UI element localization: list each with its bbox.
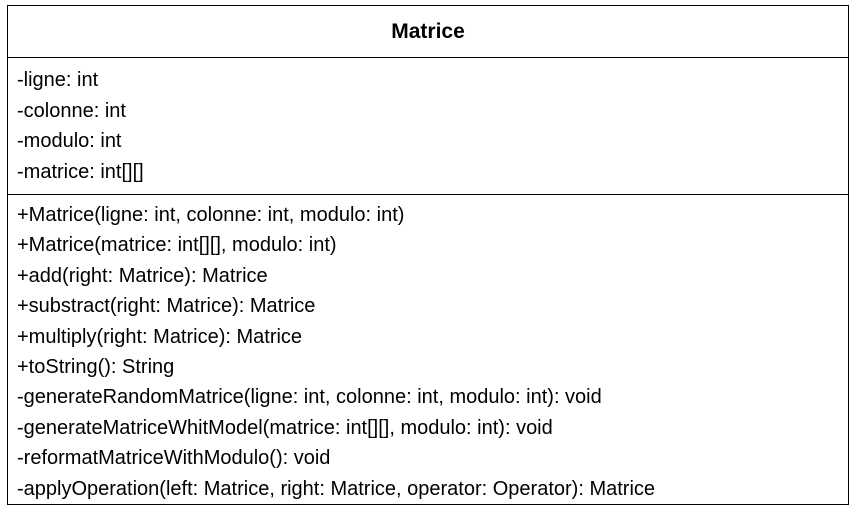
- attributes-compartment: -ligne: int -colonne: int -modulo: int -…: [8, 58, 848, 195]
- attribute-colonne: -colonne: int: [17, 99, 126, 122]
- class-name: Matrice: [391, 20, 465, 44]
- operation-constructor-matrix: +Matrice(matrice: int[][], modulo: int): [17, 234, 337, 257]
- operation-generate-matrice-whit-model: -generateMatriceWhitModel(matrice: int[]…: [17, 416, 553, 439]
- operation-add: +add(right: Matrice): Matrice: [17, 264, 268, 287]
- uml-class-box[interactable]: Matrice -ligne: int -colonne: int -modul…: [7, 5, 849, 505]
- operation-tostring: +toString(): String: [17, 355, 175, 378]
- attribute-ligne: -ligne: int: [17, 69, 99, 92]
- operation-multiply: +multiply(right: Matrice): Matrice: [17, 325, 303, 348]
- class-header: Matrice: [8, 6, 848, 59]
- operation-apply-operation: -applyOperation(left: Matrice, right: Ma…: [17, 477, 656, 500]
- attribute-modulo: -modulo: int: [17, 130, 122, 153]
- operation-reformat-matrice-with-modulo: -reformatMatriceWithModulo(): void: [17, 447, 331, 470]
- operation-generate-random-matrice: -generateRandomMatrice(ligne: int, colon…: [17, 386, 602, 409]
- attribute-matrice: -matrice: int[][]: [17, 160, 144, 183]
- operations-compartment: +Matrice(ligne: int, colonne: int, modul…: [8, 195, 848, 504]
- operation-constructor-dimensions: +Matrice(ligne: int, colonne: int, modul…: [17, 203, 405, 226]
- operation-substract: +substract(right: Matrice): Matrice: [17, 295, 316, 318]
